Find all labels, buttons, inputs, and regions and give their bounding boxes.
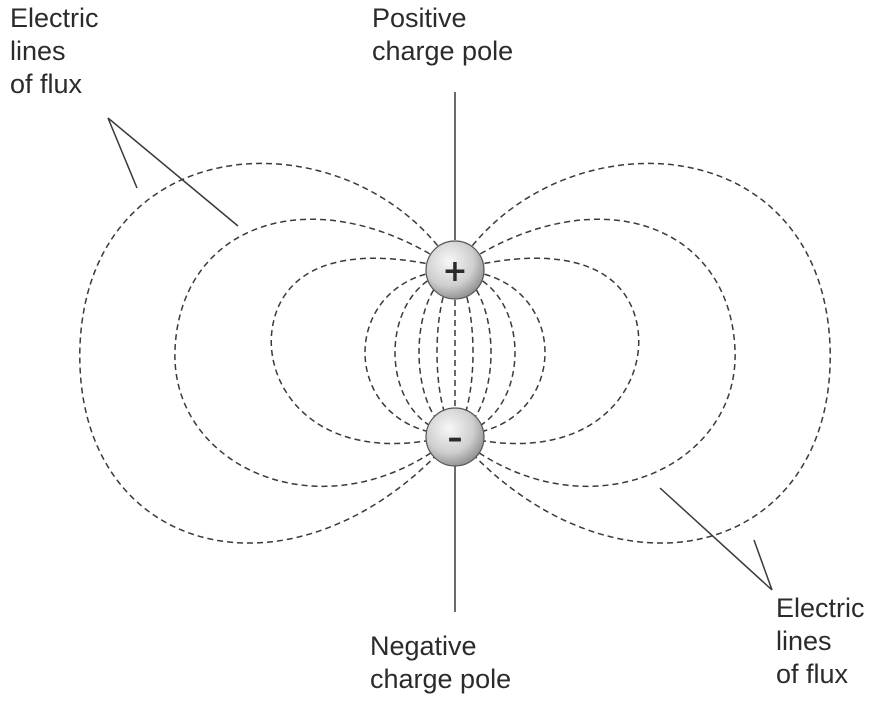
flux-callout-top-left xyxy=(108,118,238,226)
flux-line-mid-right-2 xyxy=(455,219,735,486)
flux-line-mid-right-1 xyxy=(455,258,639,443)
positive-charge-pole: + xyxy=(426,241,484,299)
minus-sign: – xyxy=(448,421,463,456)
label-line: lines xyxy=(776,625,865,658)
negative-pole-label: Negative charge pole xyxy=(370,630,511,696)
label-line: lines xyxy=(10,35,99,68)
label-line: of flux xyxy=(10,68,99,101)
label-line: Positive xyxy=(372,2,513,35)
plus-sign: + xyxy=(442,254,467,289)
electric-flux-label-bottom: Electric lines of flux xyxy=(776,592,865,691)
label-line: Electric xyxy=(10,2,99,35)
flux-line-outer-right xyxy=(455,163,830,543)
electric-flux-label-top: Electric lines of flux xyxy=(10,2,99,101)
negative-charge-pole: – xyxy=(426,408,484,466)
label-line: charge pole xyxy=(372,35,513,68)
flux-callout-bottom-right xyxy=(660,488,772,590)
flux-line-outer-left xyxy=(80,163,455,543)
label-line: Negative xyxy=(370,630,511,663)
flux-line-mid-left-1 xyxy=(271,258,455,443)
label-line: charge pole xyxy=(370,663,511,696)
label-line: Electric xyxy=(776,592,865,625)
label-line: of flux xyxy=(776,658,865,691)
flux-line-mid-left-2 xyxy=(175,219,455,486)
positive-pole-label: Positive charge pole xyxy=(372,2,513,68)
